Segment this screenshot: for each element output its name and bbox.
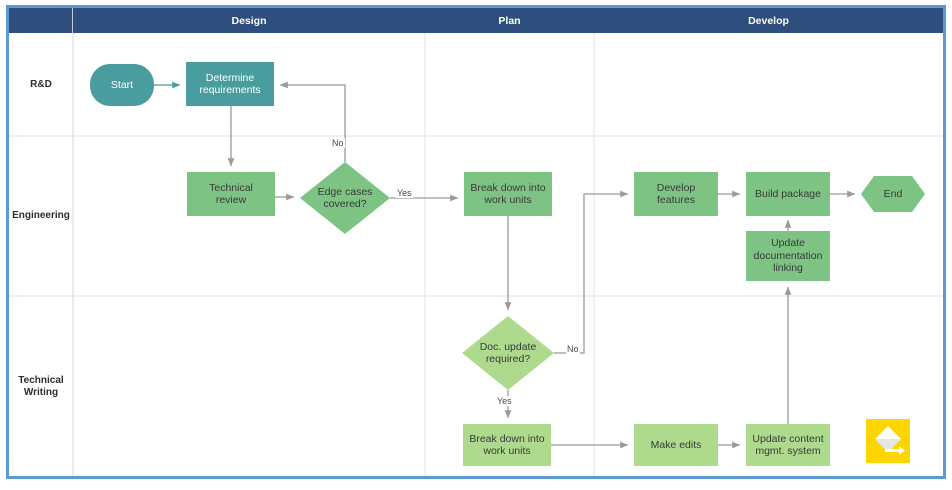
node-end[interactable]: End — [883, 187, 903, 200]
node-label-line-2: requirements — [199, 84, 261, 96]
node-update-documentation-linking[interactable]: Update documentation linking — [746, 231, 830, 281]
edge-label-yes-edge-cases: Yes — [396, 188, 413, 198]
node-technical-review[interactable]: Technical review — [187, 172, 275, 216]
node-label-line-2: mgmt. system — [755, 445, 821, 457]
node-label-line-2: work units — [484, 194, 532, 206]
shape-edge-cases-diamond — [300, 162, 390, 234]
node-label-line-1: Break down into — [469, 432, 545, 445]
shape-doc-update-diamond — [462, 316, 554, 390]
shape-end-hexagon — [861, 176, 925, 212]
node-label-line-3: linking — [773, 262, 803, 275]
node-label-line-1: Technical — [209, 181, 253, 194]
edge-label-yes-doc-update: Yes — [496, 396, 513, 406]
node-edge-cases-covered[interactable]: Edge cases covered? — [300, 162, 390, 234]
node-label-line-1: Develop — [656, 181, 696, 194]
phase-header-plan: Plan — [425, 8, 594, 33]
node-label-line-2: documentation — [753, 249, 823, 262]
lane-label-technical-writing: Technical Writing — [9, 296, 73, 477]
node-label-line-2: work units — [483, 445, 531, 457]
node-label-line-1: Edge cases — [317, 185, 373, 198]
node-label-line-2: required? — [485, 353, 531, 365]
phase-header-design: Design — [73, 8, 425, 33]
lucid-logo-watermark — [866, 419, 910, 463]
node-label-line-1: Update — [771, 237, 805, 250]
node-label-line-2: features — [657, 194, 695, 206]
node-update-content-mgmt-system[interactable]: Update content mgmt. system — [746, 424, 830, 466]
node-start[interactable]: Start — [90, 64, 154, 106]
node-label-line-1: Determine — [205, 71, 255, 84]
lane-label-line-2: Writing — [23, 386, 59, 398]
node-determine-requirements[interactable]: Determine requirements — [186, 62, 274, 106]
node-build-package[interactable]: Build package — [746, 172, 830, 216]
edge-label-no-edge-cases: No — [331, 138, 345, 148]
node-develop-features[interactable]: Develop features — [634, 172, 718, 216]
node-make-edits[interactable]: Make edits — [634, 424, 718, 466]
node-label-line-2: review — [215, 194, 247, 206]
lane-label-line-1: Technical — [18, 374, 64, 386]
lane-label-rd: R&D — [30, 78, 52, 90]
phase-header-develop: Develop — [594, 8, 943, 33]
node-break-down-work-units-engineering[interactable]: Break down into work units — [464, 172, 552, 216]
node-label-line-2: covered? — [323, 198, 367, 210]
edge-label-no-doc-update: No — [566, 344, 580, 354]
node-label-line-1: Doc. update — [479, 340, 537, 353]
node-label-line-1: Update content — [752, 432, 824, 445]
node-break-down-work-units-techwriting[interactable]: Break down into work units — [463, 424, 551, 466]
lane-label-engineering: Engineering — [12, 210, 70, 221]
node-label-line-1: Break down into — [470, 181, 546, 194]
node-doc-update-required[interactable]: Doc. update required? — [462, 316, 554, 390]
